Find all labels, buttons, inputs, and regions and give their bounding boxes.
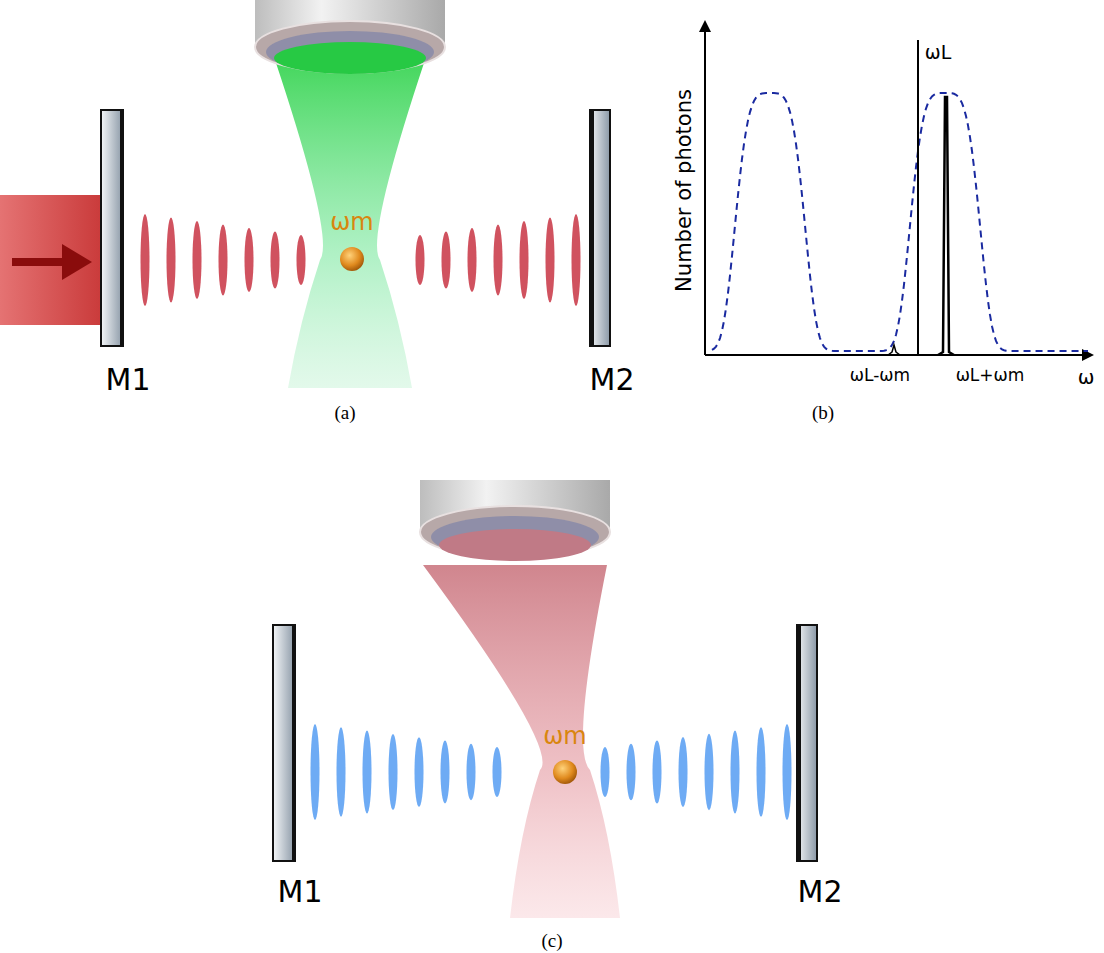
axis-tick-label: ωL+ωm — [956, 367, 1025, 384]
axis-tick-label: ωL-ωm — [850, 367, 910, 384]
frequency-label: ωm — [330, 210, 373, 234]
frequency-label: ωL — [925, 43, 952, 62]
axis-label: ω — [1078, 367, 1095, 387]
frequency-label: ωm — [543, 724, 586, 748]
mirror-label: M1 — [106, 365, 151, 395]
panel-label: (c) — [541, 931, 562, 950]
mirror-label: M2 — [798, 877, 843, 907]
panel-label: (b) — [812, 403, 834, 422]
mirror-label: M2 — [590, 365, 635, 395]
mirror-label: M1 — [278, 877, 323, 907]
axis-label: Number of photons — [674, 89, 695, 292]
panel-label: (a) — [334, 403, 355, 422]
